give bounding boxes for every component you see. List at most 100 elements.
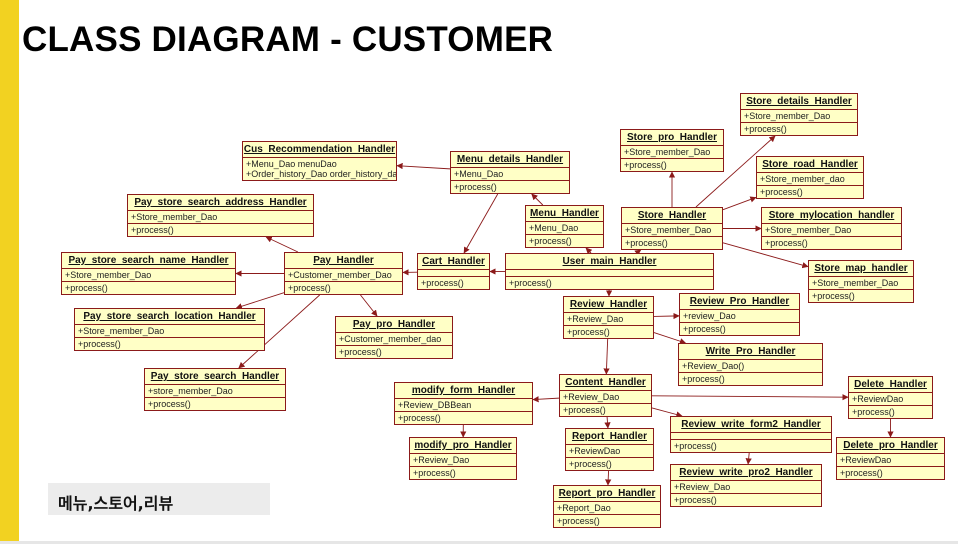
class-attributes: +Review_Dao	[671, 481, 821, 494]
class-write-pro-handler: Write_Pro_Handler+Review_Dao()+process()	[678, 343, 823, 386]
class-name: Store_Handler	[622, 208, 722, 224]
class-name: Cus_Recommendation_Handler	[243, 142, 396, 158]
class-operations: +process()	[285, 282, 402, 294]
class-content-handler: Content_Handler+Review_Dao+process()	[559, 374, 652, 417]
class-operation: +process()	[131, 225, 174, 235]
class-attribute: +Menu_Dao	[529, 223, 579, 233]
link-menu-handler-to-menu-details-handler	[531, 193, 544, 206]
class-operations: +process()	[566, 458, 653, 470]
class-operation: +process()	[398, 413, 441, 423]
class-attributes: +Report_Dao	[554, 502, 660, 515]
class-attribute: +Review_Dao	[563, 392, 620, 402]
class-name: Pay_store_search_Handler	[145, 369, 285, 385]
class-delete-handler: Delete_Handler+ReviewDao+process()	[848, 376, 933, 419]
class-operation: +process()	[529, 236, 572, 246]
class-attribute: +Store_member_Dao	[65, 270, 152, 280]
class-cart-handler: Cart_Handler +process()	[417, 253, 490, 290]
class-attributes: +Review_Dao	[410, 454, 516, 467]
link-review-handler-to-content-handler	[603, 338, 610, 375]
class-report-pro-handler: Report_pro_Handler+Report_Dao+process()	[553, 485, 661, 528]
class-operation: +process()	[563, 405, 606, 415]
class-attributes: +Store_member_Dao	[622, 224, 722, 237]
class-operations: +process()	[506, 277, 713, 289]
class-operations: +process()	[418, 277, 489, 289]
class-operations: +process()	[671, 440, 831, 452]
class-name: Review_Pro_Handler	[680, 294, 799, 310]
class-name: Report_pro_Handler	[554, 486, 660, 502]
class-delete-pro-handler: Delete_pro_Handler+ReviewDao+process()	[836, 437, 945, 480]
class-name: Pay_store_search_address_Handler	[128, 195, 313, 211]
class-attribute: +Store_member_Dao	[765, 225, 852, 235]
class-attribute: +Review_DBBean	[398, 400, 472, 410]
class-attributes: +Store_member_Dao	[75, 325, 264, 338]
class-operation: +process()	[674, 495, 717, 505]
class-attribute: +store_member_Dao	[148, 386, 233, 396]
class-name: Review_Handler	[564, 297, 653, 313]
class-name: Cart_Handler	[418, 254, 489, 270]
class-store-mylocation-handler: Store_mylocation_handler+Store_member_Da…	[761, 207, 902, 250]
class-operations: +process()	[671, 494, 821, 506]
class-operations: +process()	[554, 515, 660, 527]
link-menu-details-handler-to-cus-recommendation-handler	[396, 162, 451, 170]
class-operations: +process()	[837, 467, 944, 479]
class-attribute: +ReviewDao	[569, 446, 621, 456]
class-operation: +process()	[683, 324, 726, 334]
class-menu-handler: Menu_Handler+Menu_Dao+process()	[525, 205, 604, 248]
class-operations: +process()	[62, 282, 235, 294]
class-operation: +process()	[567, 327, 610, 337]
class-review-handler: Review_Handler+Review_Dao +process()	[563, 296, 654, 339]
class-operation: +process()	[148, 399, 191, 409]
class-menu-details-handler: Menu_details_Handler+Menu_Dao+process()	[450, 151, 570, 194]
caption-text: 메뉴,스토어,리뷰	[58, 494, 174, 513]
class-attributes: +Store_member_Dao	[741, 110, 857, 123]
class-name: Store_mylocation_handler	[762, 208, 901, 224]
class-user-main-handler: User_main_Handler+process()	[505, 253, 714, 290]
class-operations: +process()	[621, 159, 723, 171]
class-attributes: +Review_DBBean	[395, 399, 532, 412]
class-operations: +process()	[395, 412, 532, 424]
class-operation: +process()	[812, 291, 855, 301]
class-operation: +process()	[674, 441, 717, 451]
class-attribute: +Review_Dao	[674, 482, 731, 492]
link-review-write-form2-handler-to-review-write-pro2-handler	[745, 452, 752, 465]
class-name: Pay_pro_Handler	[336, 317, 452, 333]
class-operations: +process()	[410, 467, 516, 479]
class-name: Delete_Handler	[849, 377, 932, 393]
class-operations: +process()	[526, 235, 603, 247]
class-attributes: +Store_member_Dao	[621, 146, 723, 159]
class-name: modify_pro_Handler	[410, 438, 516, 454]
class-attributes: +Review_Dao	[564, 313, 653, 326]
class-name: Review_write_form2_Handler	[671, 417, 831, 433]
class-name: Store_road_Handler	[757, 157, 863, 173]
class-attributes: +Menu_Dao	[526, 222, 603, 235]
class-name: Pay_Handler	[285, 253, 402, 269]
class-modify-form-handler: modify_form_Handler+Review_DBBean +proces…	[394, 382, 533, 425]
class-operation: +process()	[852, 407, 895, 417]
class-attribute: +Customer_member_dao	[339, 334, 442, 344]
class-name: modify_form_Handler	[395, 383, 532, 399]
class-operations: +process()	[75, 338, 264, 350]
class-name: Store_details_Handler	[741, 94, 857, 110]
class-attribute: +Review_Dao	[567, 314, 624, 324]
class-operation: +process()	[760, 187, 803, 197]
bottom-divider	[0, 541, 958, 544]
class-attribute: +review_Dao	[683, 311, 736, 321]
class-operations: +process()	[762, 237, 901, 249]
class-name: Pay_store_search_location_Handler	[75, 309, 264, 325]
class-review-write-pro2-handler: Review_write_pro2_Handler+Review_Dao+pro…	[670, 464, 822, 507]
class-attribute: +Store_member_Dao	[78, 326, 165, 336]
class-operation: +process()	[625, 238, 668, 248]
class-operations: +process()	[564, 326, 653, 338]
class-store-handler: Store_Handler+Store_member_Dao+process()	[621, 207, 723, 250]
class-operation: +process()	[744, 124, 787, 134]
class-attributes: +review_Dao	[680, 310, 799, 323]
class-review-pro-handler: Review_Pro_Handler+review_Dao +process()	[679, 293, 800, 336]
link-review-handler-to-review-pro-handler	[653, 312, 680, 320]
class-pay-store-search-name-handler: Pay_store_search_name_Handler+Store_memb…	[61, 252, 236, 295]
class-operation: +process()	[413, 468, 456, 478]
caption-box: 메뉴,스토어,리뷰	[48, 483, 270, 515]
class-attribute: +Menu_Dao	[454, 169, 504, 179]
class-operation: +process()	[682, 374, 725, 384]
link-content-handler-to-review-write-form2-handler	[651, 407, 683, 418]
